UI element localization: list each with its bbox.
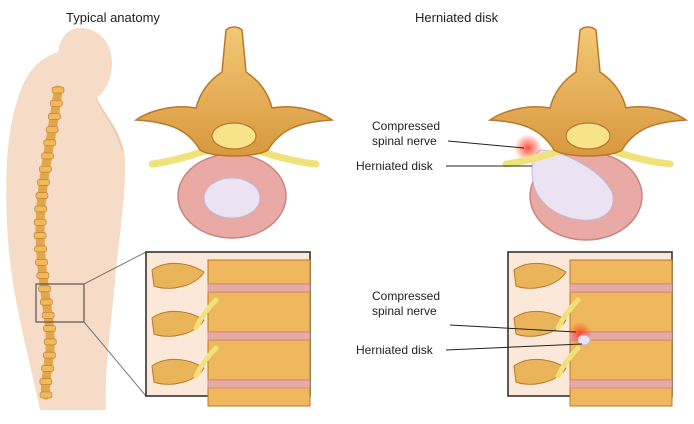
label-compressed-nerve-top-line2: spinal nerve (372, 134, 437, 148)
typical-side-view-panel (146, 252, 310, 406)
spine-vertebra (39, 286, 51, 292)
label-compressed-nerve-top-line1: Compressed (372, 119, 440, 133)
label-herniated-disk-top: Herniated disk (356, 159, 434, 173)
vertebral-body (570, 386, 672, 406)
herniated-side-view-panel (508, 252, 672, 406)
spine-vertebra (39, 166, 51, 172)
spine-vertebra (42, 365, 54, 371)
vertebral-body (570, 260, 672, 284)
spine-vertebra (36, 193, 48, 199)
spine-vertebra (42, 153, 54, 159)
spine-vertebra (40, 299, 52, 305)
spine-vertebra (46, 127, 58, 133)
leader-nerve-top (448, 141, 524, 148)
disk-nucleus (204, 178, 260, 218)
spine-vertebra (44, 326, 56, 332)
label-compressed-nerve-bottom-line1: Compressed (372, 289, 440, 303)
heading-typical-anatomy: Typical anatomy (66, 10, 160, 25)
spine-vertebra (43, 352, 55, 358)
vertebral-body (208, 260, 310, 284)
vertebral-body (208, 386, 310, 406)
intervertebral-disk (208, 380, 310, 388)
spine-vertebra (35, 246, 47, 252)
intervertebral-disk (570, 284, 672, 292)
typical-vertebra-top-view (136, 27, 332, 238)
heading-herniated-disk: Herniated disk (415, 10, 499, 25)
spine-vertebra (40, 392, 52, 398)
spine-vertebra (36, 259, 48, 265)
herniated-vertebra-top-view (490, 27, 686, 240)
spine-vertebra (52, 87, 64, 93)
vertebral-body (570, 340, 672, 380)
spine-vertebra (34, 219, 46, 225)
intervertebral-disk (208, 332, 310, 340)
vertebral-body (208, 292, 310, 332)
spine-vertebra (44, 140, 56, 146)
spine-vertebra (34, 233, 46, 239)
herniation-bulge (578, 335, 590, 345)
label-herniated-disk-bottom: Herniated disk (356, 343, 434, 357)
spine-vertebra (38, 179, 50, 185)
spine-vertebra (50, 100, 62, 106)
vertebral-body (208, 340, 310, 380)
spine-vertebra (40, 379, 52, 385)
spine-vertebra (44, 339, 56, 345)
intervertebral-disk (208, 284, 310, 292)
body-silhouette (6, 28, 125, 410)
spine-vertebra (42, 312, 54, 318)
herniated-spinal-canal (566, 123, 610, 149)
intervertebral-disk (570, 380, 672, 388)
label-compressed-nerve-bottom-line2: spinal nerve (372, 304, 437, 318)
spine-vertebra (37, 273, 49, 279)
spinal-canal (212, 123, 256, 149)
spine-vertebra (48, 113, 60, 119)
spine-vertebra (35, 206, 47, 212)
